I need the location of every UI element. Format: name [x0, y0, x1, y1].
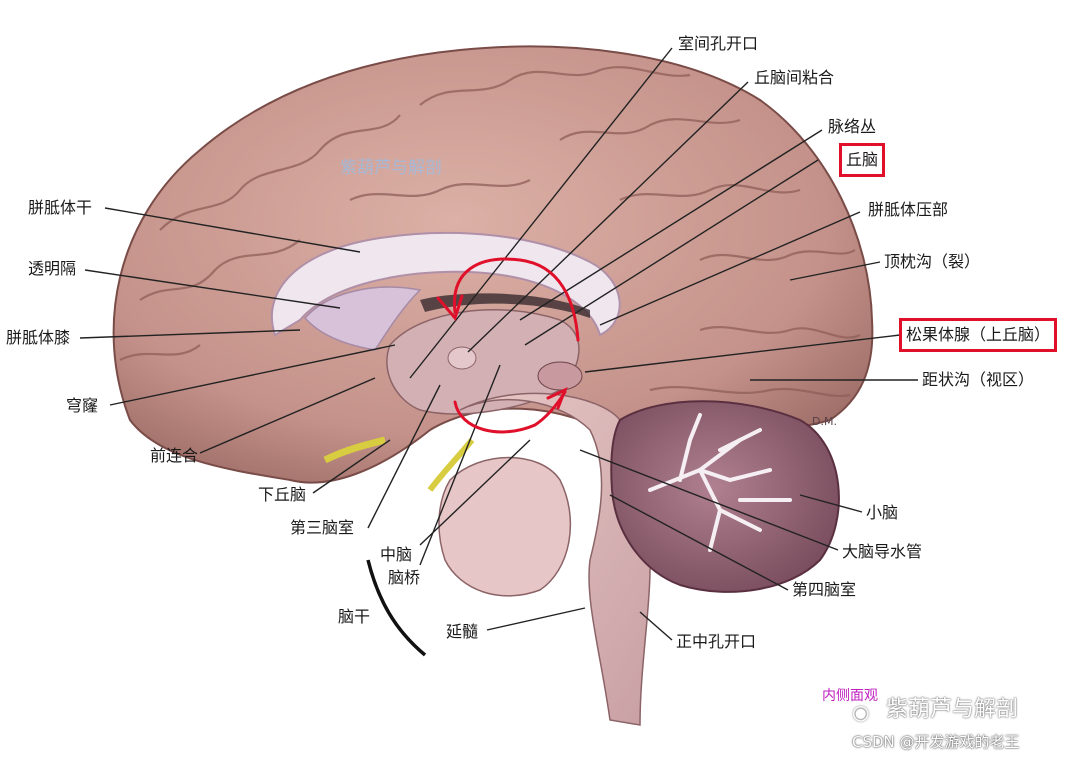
label-median-aperture: 正中孔开口 — [676, 632, 757, 651]
label-choroid-plexus: 脉络丛 — [828, 117, 877, 136]
pineal-shape — [537, 361, 583, 391]
label-pineal: 松果体腺（上丘脑） — [898, 318, 1058, 352]
wechat-icon: ◉ — [852, 700, 870, 724]
label-interventricular-foramen: 室间孔开口 — [678, 34, 759, 53]
pons-shape — [438, 456, 572, 597]
label-splenium: 胼胝体压部 — [868, 200, 949, 219]
red-arrows — [436, 257, 580, 434]
label-pons: 脑桥 — [388, 568, 421, 587]
septum-pellucidum — [303, 286, 422, 351]
label-fornix: 穹窿 — [66, 396, 99, 415]
watermark-top: 紫葫芦与解剖 — [340, 158, 442, 178]
artist-signature: D.M. — [812, 415, 837, 428]
cerebellum-shape — [610, 400, 840, 593]
leader-lines — [79, 47, 918, 641]
label-thalamus: 丘脑 — [838, 143, 886, 177]
label-third-ventricle: 第三脑室 — [290, 518, 355, 537]
label-hypothalamus: 下丘脑 — [258, 485, 307, 504]
interthalamic-adhesion-shape — [447, 346, 477, 370]
label-septum: 透明隔 — [28, 259, 77, 278]
label-anterior-commissure: 前连合 — [150, 446, 199, 465]
label-genu: 胼胝体膝 — [6, 328, 71, 347]
label-parieto-occipital-sulcus: 顶枕沟（裂） — [884, 252, 981, 271]
label-medulla: 延髓 — [446, 622, 479, 641]
label-aqueduct: 大脑导水管 — [842, 542, 923, 561]
ventricle-gap — [420, 293, 590, 318]
label-midbrain: 中脑 — [380, 545, 413, 564]
gyri — [119, 66, 861, 398]
corpus-callosum — [270, 231, 621, 337]
label-fourth-ventricle: 第四脑室 — [792, 580, 857, 599]
label-corpus-callosum-trunk: 胼胝体干 — [28, 198, 93, 217]
csdn-watermark: CSDN @开发游戏的老王 — [852, 733, 1020, 751]
label-calcarine-sulcus: 距状沟（视区） — [922, 370, 1035, 389]
label-cerebellum: 小脑 — [866, 503, 899, 522]
label-interthalamic-adhesion: 丘脑间粘合 — [754, 68, 835, 87]
brainstem-bracket — [366, 559, 427, 657]
optic-nerve — [323, 436, 386, 464]
watermark-bottom: 紫葫芦与解剖 — [886, 697, 1019, 722]
label-brainstem: 脑干 — [338, 607, 371, 626]
watermark-pink: 内侧面观 — [822, 688, 878, 704]
